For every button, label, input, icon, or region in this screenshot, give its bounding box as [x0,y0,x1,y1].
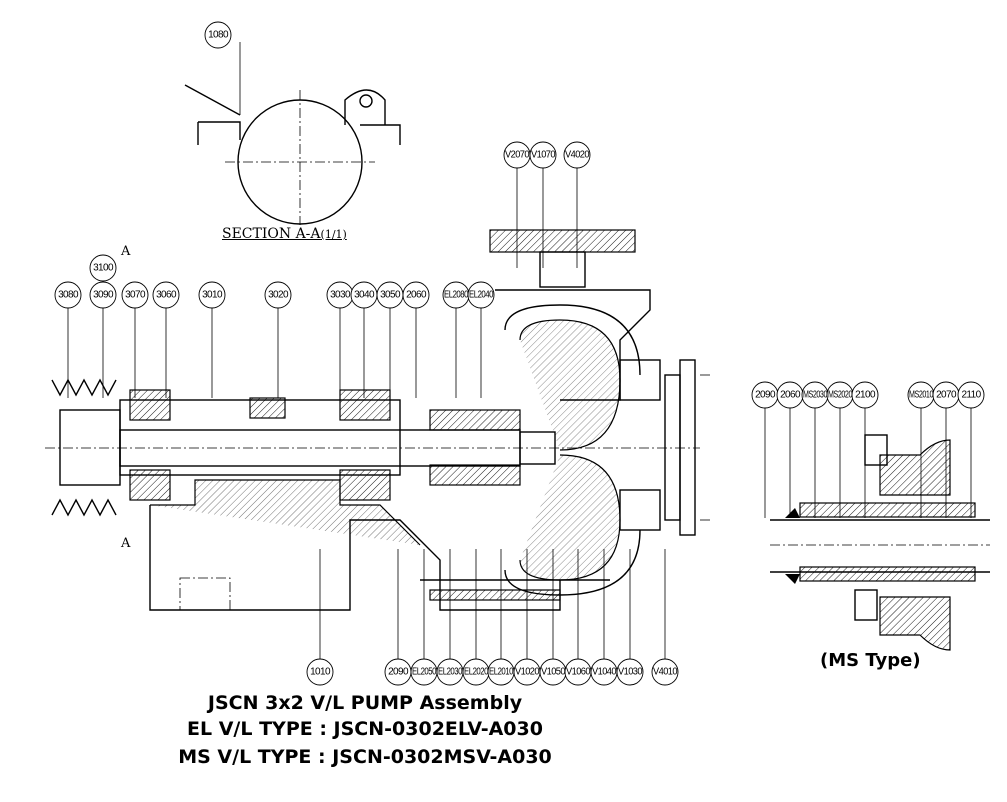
part-balloon-v1050: V1050 [539,658,567,686]
svg-text:3050: 3050 [380,290,401,301]
svg-text:V2070: V2070 [505,150,530,161]
svg-text:EL2040: EL2040 [469,290,494,301]
section-title: SECTION A-A(1/1) [222,226,347,242]
part-balloon-v2070: V2070 [503,141,531,169]
part-balloon-2060: 2060 [402,281,430,309]
svg-text:2060: 2060 [406,290,427,301]
part-balloon-3030: 3030 [326,281,354,309]
svg-text:MS2020: MS2020 [828,390,853,401]
part-balloon-2090: 2090 [751,381,779,409]
svg-text:3070: 3070 [125,290,146,301]
part-balloon-2100: 2100 [851,381,879,409]
svg-text:V1070: V1070 [531,150,556,161]
svg-text:V1060: V1060 [566,667,591,678]
svg-text:2060: 2060 [780,390,801,401]
section-scale: (1/1) [320,228,347,241]
svg-text:3020: 3020 [268,290,289,301]
part-balloon-el2080: EL2080 [442,281,470,309]
part-balloon-2090: 2090 [384,658,412,686]
part-balloon-v4010: V4010 [651,658,679,686]
part-balloon-3100: 3100 [89,254,117,282]
part-balloon-ms2030: MS2030 [801,381,829,409]
el-type-code: EL V/L TYPE : JSCN-0302ELV-A030 [187,718,543,740]
ms-type-code: MS V/L TYPE : JSCN-0302MSV-A030 [178,746,552,768]
part-balloon-el2020: EL2020 [462,658,490,686]
svg-text:V1040: V1040 [592,667,617,678]
part-balloon-2110: 2110 [957,381,985,409]
svg-text:2090: 2090 [388,667,409,678]
assembly-title: JSCN 3x2 V/L PUMP Assembly [207,692,523,714]
part-balloon-3080: 3080 [54,281,82,309]
part-balloon-ms2020: MS2020 [826,381,854,409]
part-balloon-v1060: V1060 [564,658,592,686]
svg-text:V1050: V1050 [541,667,566,678]
svg-text:3010: 3010 [202,290,223,301]
section-marker-bottom: A [121,536,131,551]
svg-text:V4010: V4010 [653,667,678,678]
ms-type-detail [770,434,990,651]
svg-text:2070: 2070 [936,390,957,401]
svg-text:2110: 2110 [961,390,981,401]
svg-text:MS2010: MS2010 [909,390,934,401]
part-balloon-el2040: EL2040 [467,281,495,309]
part-balloon-el2030: EL2030 [436,658,464,686]
ms-type-label: (MS Type) [820,650,921,671]
svg-text:EL2050: EL2050 [412,667,437,678]
svg-text:EL2030: EL2030 [438,667,463,678]
svg-text:EL2020: EL2020 [464,667,489,678]
part-balloon-3070: 3070 [121,281,149,309]
part-balloon-3040: 3040 [350,281,378,309]
part-balloon-1080: 1080 [204,21,232,49]
part-balloon-v1030: V1030 [616,658,644,686]
part-balloon-v1070: V1070 [529,141,557,169]
section-marker-top: A [121,244,131,259]
svg-text:1080: 1080 [208,30,229,41]
svg-text:V1020: V1020 [515,667,540,678]
svg-text:3060: 3060 [156,290,177,301]
part-balloon-2070: 2070 [932,381,960,409]
part-balloon-1010: 1010 [306,658,334,686]
svg-text:MS2030: MS2030 [803,390,828,401]
svg-text:3090: 3090 [93,290,114,301]
part-balloon-3060: 3060 [152,281,180,309]
svg-text:2090: 2090 [755,390,776,401]
pump-casing [489,229,710,596]
part-balloon-ms2010: MS2010 [907,381,935,409]
svg-text:3040: 3040 [354,290,375,301]
svg-text:EL2010: EL2010 [489,667,514,678]
part-balloon-el2050: EL2050 [410,658,438,686]
svg-text:3100: 3100 [93,263,114,274]
part-balloon-3010: 3010 [198,281,226,309]
svg-text:2100: 2100 [855,390,876,401]
svg-text:3030: 3030 [330,290,351,301]
section-a-a-view [184,42,401,225]
part-balloon-2060: 2060 [776,381,804,409]
part-balloon-v4020: V4020 [563,141,591,169]
svg-text:V4020: V4020 [565,150,590,161]
part-balloon-3020: 3020 [264,281,292,309]
svg-text:3080: 3080 [58,290,79,301]
part-balloon-3090: 3090 [89,281,117,309]
part-balloon-v1040: V1040 [590,658,618,686]
bearing-frame [45,378,700,611]
svg-text:V1030: V1030 [618,667,643,678]
part-balloon-el2010: EL2010 [487,658,515,686]
part-balloon-v1020: V1020 [513,658,541,686]
svg-text:EL2080: EL2080 [444,290,469,301]
svg-text:1010: 1010 [310,667,331,678]
part-balloon-3050: 3050 [376,281,404,309]
section-label-text: SECTION A-A [222,226,321,242]
